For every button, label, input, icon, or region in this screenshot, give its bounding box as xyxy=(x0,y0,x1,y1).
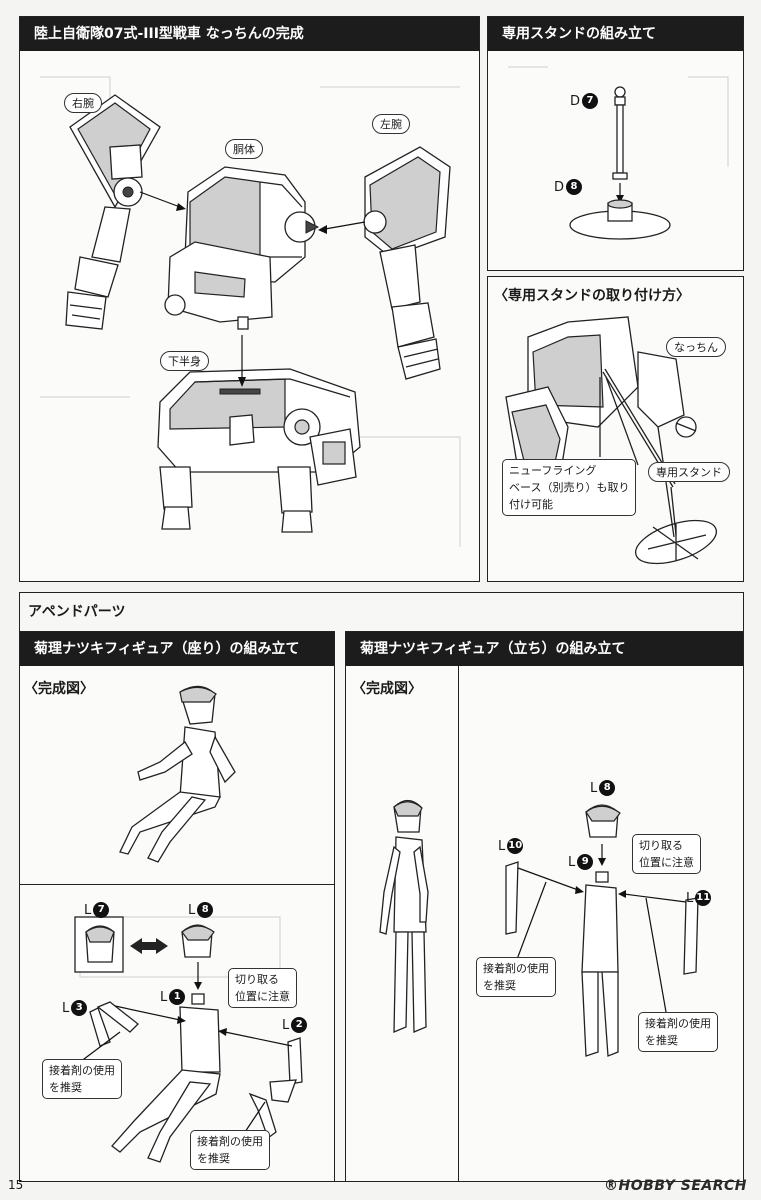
seated-assembly-panel: 菊理ナツキフィギュア（座り）の組み立て 〈完成図〉 xyxy=(19,631,335,1182)
standing-title: 菊理ナツキフィギュア（立ち）の組み立て xyxy=(346,632,743,666)
standing-glue-left: 接着剤の使用 を推奨 xyxy=(476,957,556,997)
standing-glue-right: 接着剤の使用 を推奨 xyxy=(638,1012,718,1052)
seated-glue-right: 接着剤の使用 を推奨 xyxy=(190,1130,270,1170)
left-arm-drawing xyxy=(363,146,451,380)
stand-label: 専用スタンド xyxy=(648,462,730,482)
seated-assembly-diagram xyxy=(74,916,303,1163)
torso-label: 胴体 xyxy=(225,139,263,159)
seated-completed-figure xyxy=(119,685,236,863)
standing-divider xyxy=(458,666,459,1181)
torso-drawing xyxy=(164,166,320,330)
completion-illustration xyxy=(40,76,461,547)
right-arm-drawing xyxy=(65,94,161,330)
stand-attach-drawing xyxy=(505,316,717,565)
completion-panel: 陸上自衛隊07式-III型戦車 なっちんの完成 xyxy=(19,16,480,582)
seated-completed-label: 〈完成図〉 xyxy=(24,681,94,697)
stand-attach-title: 〈専用スタンドの取り付け方〉 xyxy=(494,288,690,304)
seated-title: 菊理ナツキフィギュア（座り）の組み立て xyxy=(20,632,334,666)
logo-mark: ® xyxy=(604,1178,619,1194)
left-arm-label: 左腕 xyxy=(372,114,410,134)
append-parts-title: アペンドパーツ xyxy=(28,604,126,620)
completion-title: 陸上自衛隊07式-III型戦車 なっちんの完成 xyxy=(20,17,479,51)
standing-diagrams xyxy=(379,799,699,1057)
standing-cut-note: 切り取る 位置に注意 xyxy=(632,834,701,874)
nacchin-label: なっちん xyxy=(666,337,726,357)
stand-drawing xyxy=(508,66,729,240)
lower-body-label: 下半身 xyxy=(160,351,209,371)
seated-divider xyxy=(20,884,334,885)
right-arm-label: 右腕 xyxy=(64,93,102,113)
page-number: 15 xyxy=(8,1178,24,1192)
hobby-search-logo: ®HOBBY SEARCH xyxy=(604,1178,747,1194)
flying-base-note: ニューフライング ベース（別売り）も取り 付け可能 xyxy=(502,459,637,516)
seated-glue-left: 接着剤の使用 を推奨 xyxy=(42,1059,122,1099)
stand-assembly-title: 専用スタンドの組み立て xyxy=(488,17,743,51)
lower-body-drawing xyxy=(157,368,361,533)
seated-cut-note: 切り取る 位置に注意 xyxy=(228,968,297,1008)
stand-attach-panel: 〈専用スタンドの取り付け方〉 なっちん 専用スタンド ニューフライング ベース（… xyxy=(487,276,744,582)
standing-completed-label: 〈完成図〉 xyxy=(352,681,422,697)
logo-text: HOBBY SEARCH xyxy=(618,1178,747,1194)
